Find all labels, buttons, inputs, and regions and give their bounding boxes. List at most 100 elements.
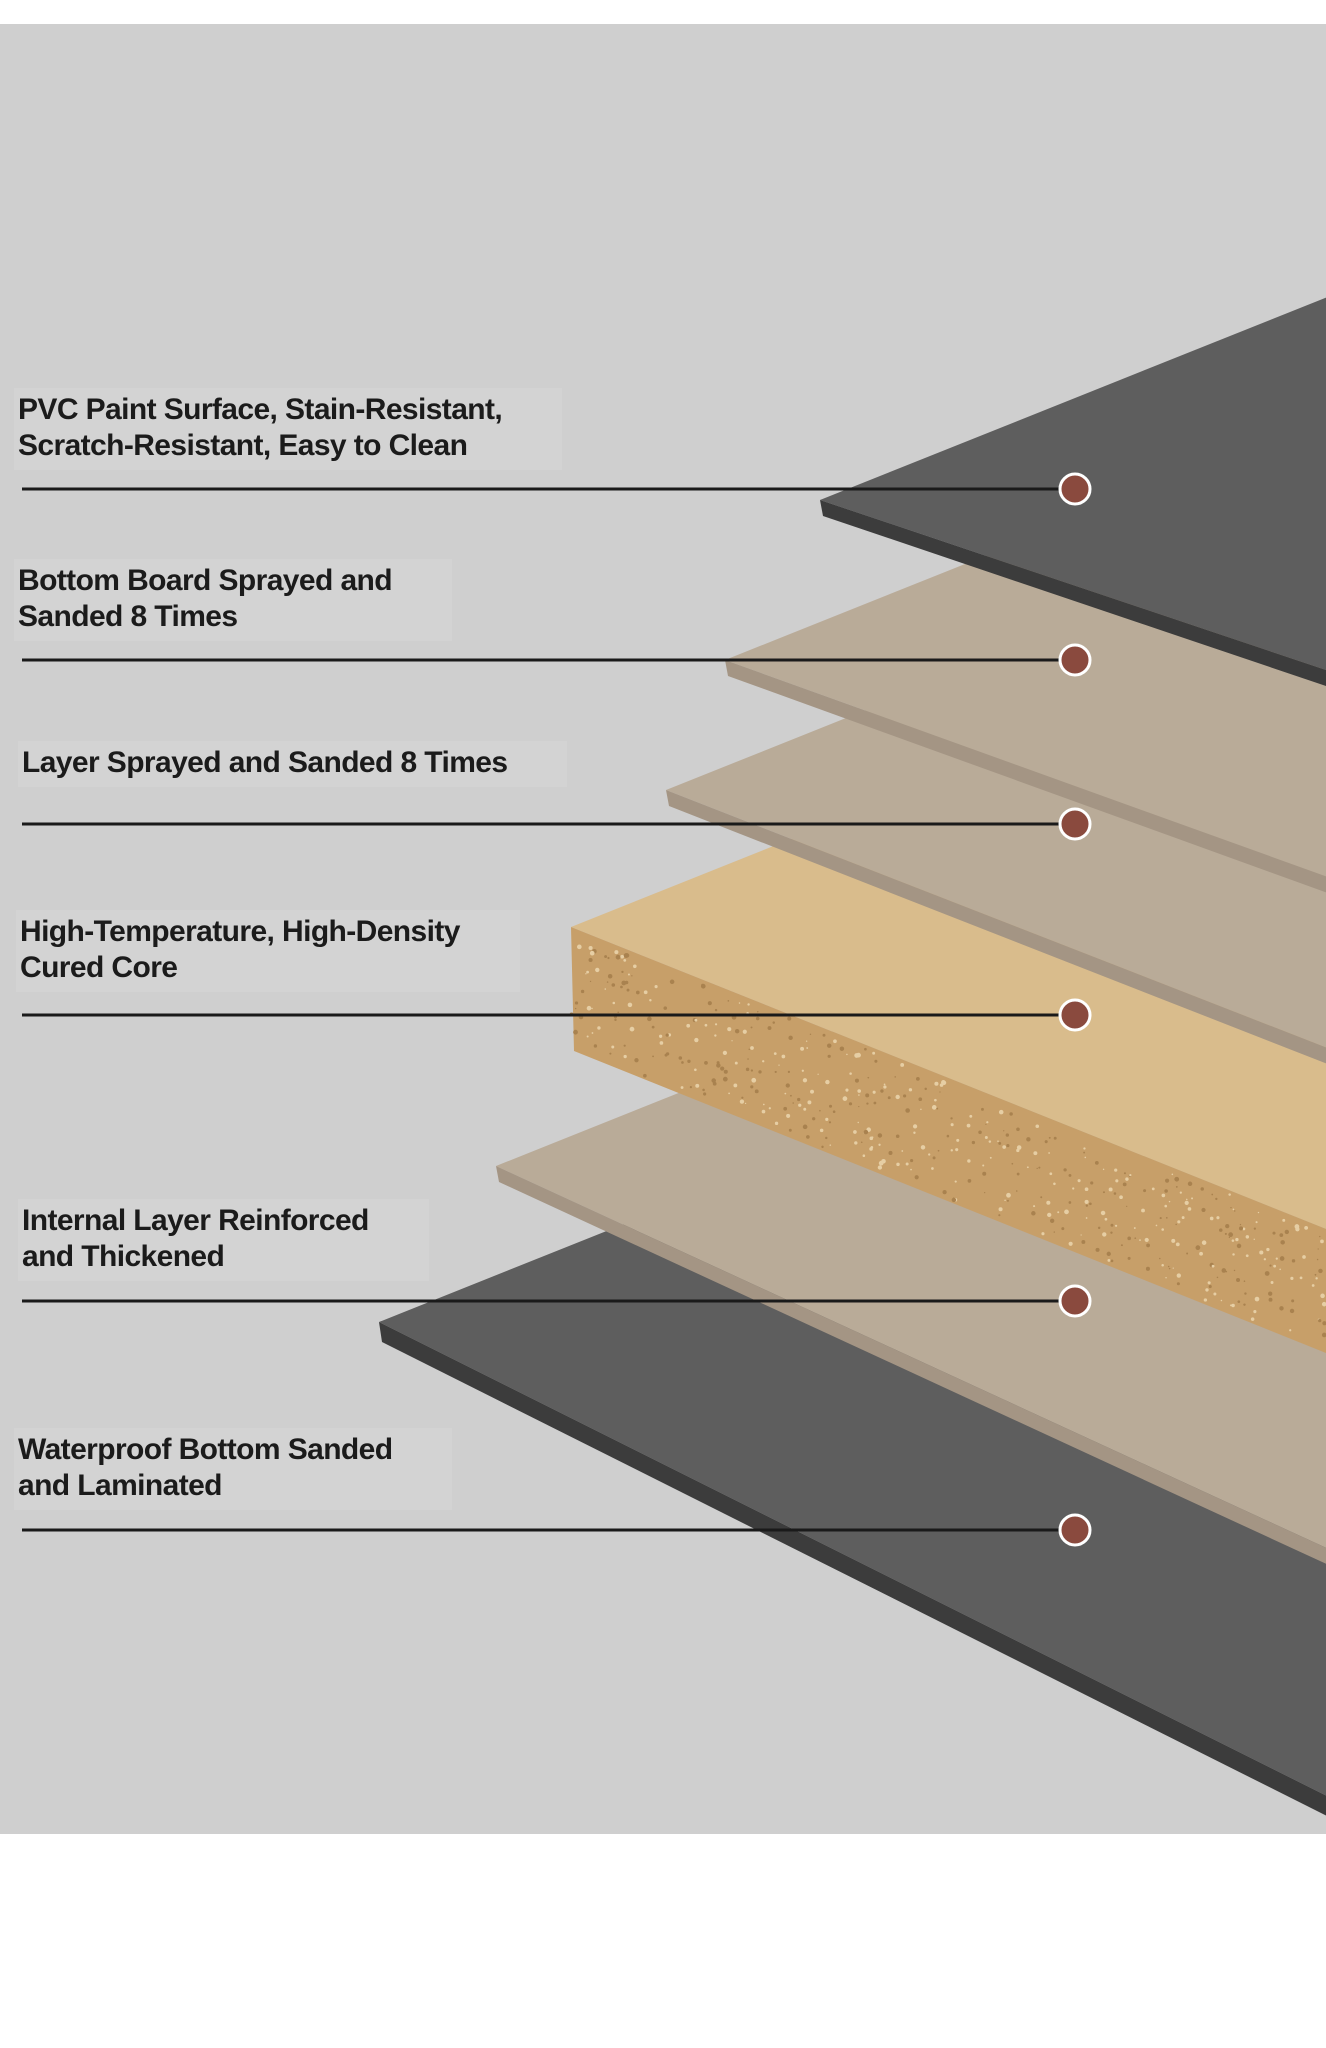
core-texture-speck [745,1103,746,1104]
core-texture-speck [1103,1191,1105,1193]
core-texture-speck [913,1124,917,1128]
core-texture-speck [1219,1228,1223,1232]
core-texture-speck [845,1089,848,1092]
core-texture-speck [1292,1259,1295,1262]
core-texture-speck [1173,1268,1174,1269]
core-texture-speck [681,1061,684,1064]
core-texture-speck [620,986,623,989]
core-texture-speck [594,1044,597,1047]
core-texture-speck [597,1026,600,1029]
core-texture-speck [1201,1208,1205,1212]
core-texture-speck [1016,1190,1018,1192]
core-texture-speck [981,1108,984,1111]
core-texture-speck [840,1046,844,1050]
core-texture-speck [803,1125,808,1130]
core-texture-speck [978,1131,982,1135]
core-texture-speck [1246,1235,1249,1238]
core-texture-speck [715,1009,717,1011]
core-texture-speck [1078,1179,1081,1182]
core-texture-speck [577,945,582,950]
core-texture-speck [1156,1225,1158,1227]
core-texture-speck [1119,1195,1123,1199]
core-texture-speck [942,1190,946,1194]
core-texture-speck [714,1034,716,1036]
core-texture-speck [724,1070,728,1074]
core-texture-speck [620,955,624,959]
marker-dot-layer-sprayed [1060,809,1090,839]
core-texture-speck [819,1110,821,1112]
core-texture-speck [1105,1218,1108,1221]
core-texture-speck [1161,1264,1164,1267]
core-texture-speck [1225,1224,1229,1228]
core-texture-speck [825,1118,828,1121]
core-texture-speck [1318,1269,1322,1273]
core-texture-speck [1280,1256,1285,1261]
core-texture-speck [750,1046,754,1050]
callout-label-internal-layer: Internal Layer Reinforced and Thickened [18,1199,429,1281]
core-texture-speck [1166,1217,1168,1219]
core-texture-speck [758,1070,761,1073]
core-texture-speck [933,1156,936,1159]
core-texture-speck [901,1150,903,1152]
layer-diagram: PVC Paint Surface, Stain-Resistant, Scra… [0,24,1326,1834]
core-texture-speck [951,1149,953,1151]
core-texture-speck [1279,1233,1283,1237]
core-texture-speck [820,1129,824,1133]
core-texture-speck [803,1108,806,1111]
core-texture-speck [775,1122,778,1125]
core-texture-speck [910,1169,912,1171]
core-texture-speck [1225,1271,1227,1273]
core-texture-speck [1081,1234,1082,1235]
core-texture-speck [786,1083,790,1087]
core-texture-speck [982,1164,984,1166]
core-texture-speck [990,1157,992,1159]
core-texture-speck [1046,1201,1050,1205]
core-texture-speck [857,1089,861,1093]
core-texture-speck [864,1130,869,1135]
core-texture-speck [670,980,675,985]
core-texture-speck [789,1129,792,1132]
core-texture-speck [1269,1265,1271,1267]
core-texture-speck [702,1089,705,1092]
core-texture-speck [1040,1196,1042,1198]
core-texture-speck [694,1019,697,1022]
core-texture-speck [590,951,595,956]
core-texture-speck [1049,1172,1052,1175]
core-texture-speck [1259,1250,1263,1254]
core-texture-speck [1237,1244,1242,1249]
core-texture-speck [863,1154,866,1157]
core-texture-speck [998,1142,1001,1145]
core-texture-speck [624,953,629,958]
core-texture-speck [931,1167,934,1170]
core-texture-speck [798,1104,801,1107]
core-texture-speck [1232,1253,1234,1255]
core-texture-speck [1312,1284,1315,1287]
core-texture-speck [1101,1211,1106,1216]
core-texture-speck [997,1140,999,1142]
core-texture-speck [1009,1112,1012,1115]
core-texture-speck [951,1123,954,1126]
core-texture-speck [586,971,589,974]
core-texture-speck [967,1124,971,1128]
core-texture-speck [728,1000,730,1002]
core-texture-speck [1164,1189,1168,1193]
core-texture-speck [1035,1124,1039,1128]
core-texture-speck [751,1069,753,1071]
core-texture-speck [1152,1187,1155,1190]
core-texture-speck [611,1046,614,1049]
core-texture-speck [1098,1227,1100,1229]
core-texture-speck [757,1011,758,1012]
core-texture-speck [733,1084,737,1088]
core-texture-speck [1318,1248,1319,1249]
core-texture-speck [762,1060,764,1062]
core-texture-speck [614,1019,616,1021]
core-texture-speck [1072,1187,1074,1189]
core-texture-speck [1215,1198,1217,1200]
core-texture-speck [1054,1231,1055,1232]
core-texture-speck [1159,1258,1161,1260]
core-texture-speck [1279,1306,1283,1310]
core-texture-speck [628,973,630,975]
core-texture-speck [1271,1281,1274,1284]
core-texture-speck [1085,1187,1089,1191]
core-texture-speck [623,959,626,962]
